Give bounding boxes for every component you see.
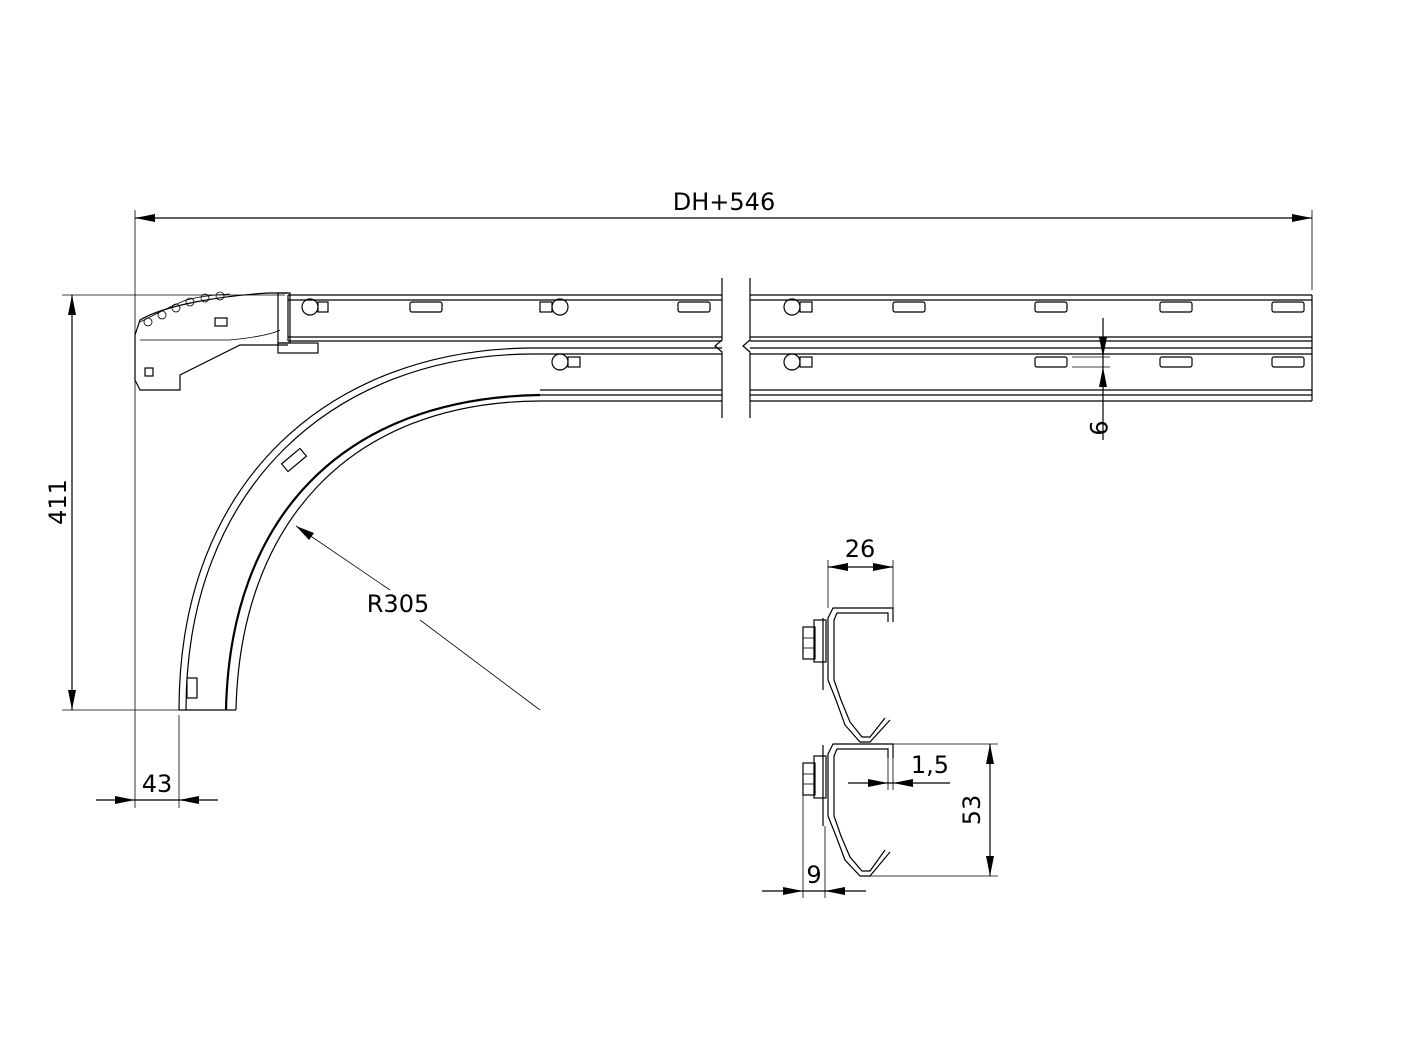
profile-cross-section [802, 607, 894, 877]
thickness-label: 1,5 [911, 751, 949, 779]
height-dimension: 411 [44, 294, 285, 711]
break-lines [714, 278, 751, 418]
profile-width-dimension: 26 [827, 535, 894, 608]
profile-height-label: 53 [958, 795, 986, 826]
radius-label: R305 [367, 590, 429, 618]
thickness-dimension: 1,5 [848, 751, 950, 790]
end-bracket [134, 291, 319, 391]
bolt-offset-dimension: 9 [762, 795, 866, 898]
profile-width-label: 26 [845, 535, 876, 563]
curve-slot [280, 447, 308, 473]
curve-slot [186, 677, 198, 699]
offset-label: 43 [142, 770, 173, 798]
curved-track [178, 347, 541, 711]
overall-length-label: DH+546 [673, 188, 775, 216]
horizontal-track-left [287, 294, 722, 402]
profile-height-dimension: 53 [870, 743, 998, 877]
offset-dimension: 43 [96, 710, 218, 808]
bolt-offset-label: 9 [806, 861, 821, 889]
height-label: 411 [44, 479, 72, 525]
horizontal-track-right [750, 294, 1313, 402]
overall-length-dimension: DH+546 [134, 188, 1313, 710]
slot-gap-dimension: 9 [1072, 318, 1112, 440]
radius-dimension: R305 [295, 525, 541, 711]
slot-gap-label: 9 [1084, 420, 1112, 435]
